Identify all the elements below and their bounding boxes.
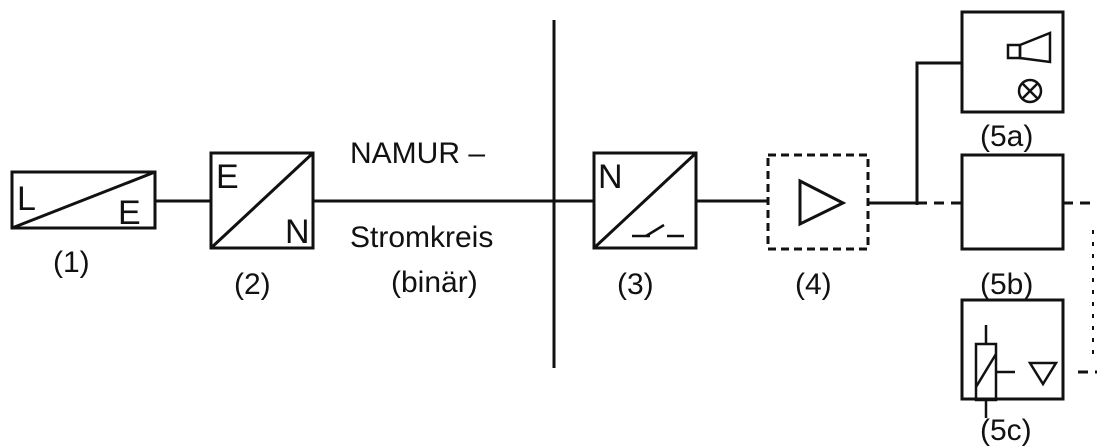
block-1-sensor: L E [10,170,157,232]
block-3-switching-amplifier: N [592,151,698,250]
block-1-in-symbol: L [17,180,36,218]
circuit-label-line3: (binär) [391,266,478,299]
block-4-optional-amplifier [766,153,870,251]
block-4-label: (4) [795,268,832,301]
block-1-label: (1) [53,246,90,279]
block-5a-signal-device [960,10,1065,114]
block-5c-label: (5c) [980,414,1032,446]
amplifier-triangle-icon [798,178,847,227]
block-3-label: (3) [617,268,654,301]
circuit-label-line1: NAMUR – [350,137,485,170]
relay-coil-icon [974,325,1015,418]
block-1-out-symbol: E [118,194,141,232]
block-5b-label: (5b) [980,268,1033,301]
block-2-in-symbol: E [216,158,239,196]
block-2-label: (2) [234,268,271,301]
block-5a-label: (5a) [980,120,1033,153]
switch-contact-icon [632,223,684,238]
signal-lamp-icon [1017,78,1043,104]
block-2-out-symbol: N [285,213,310,251]
block-5b-device [960,153,1065,251]
output-triangle-icon [1027,361,1059,387]
block-3-in-symbol: N [598,158,623,196]
circuit-label-line2: Stromkreis [350,221,493,254]
block-2-converter: E N [209,151,315,251]
horn-icon [1006,31,1052,64]
block-5c-relay [960,298,1065,418]
wire-to-5a [915,61,962,205]
